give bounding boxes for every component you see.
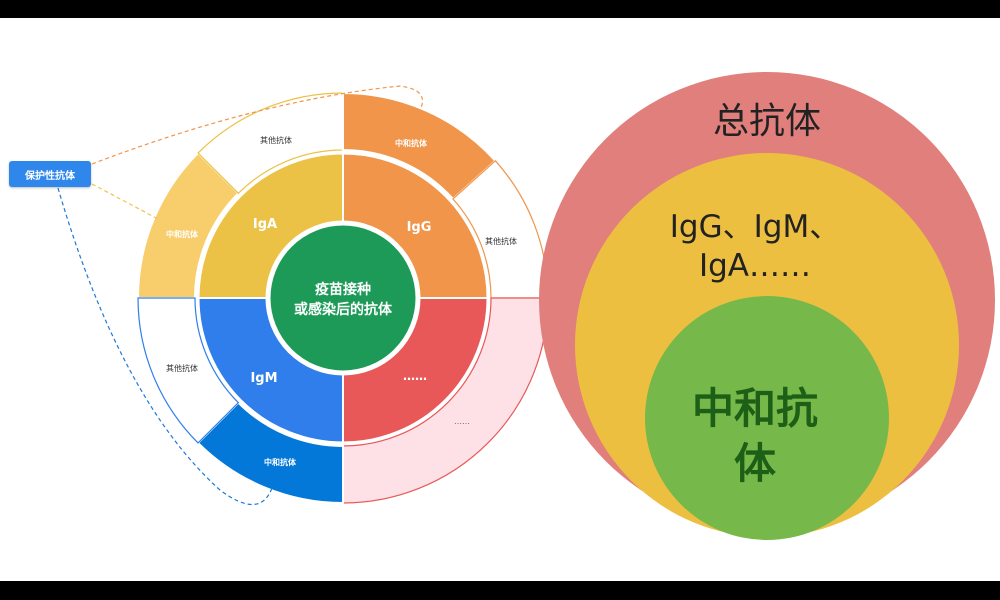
protective-antibody-tag[interactable]: 保护性抗体 — [9, 161, 91, 187]
bottom-letterbox-bar — [0, 581, 1000, 600]
top-letterbox-bar — [0, 0, 1000, 18]
venn-neutralizing-line2: 体 — [733, 438, 776, 488]
center-label-line2: 或感染后的抗体 — [294, 301, 393, 318]
inner-label-igm: IgM — [250, 371, 277, 386]
outer-label-iga-other: 其他抗体 — [260, 135, 292, 145]
inner-ring-border — [196, 151, 490, 445]
center-circle — [265, 220, 421, 376]
venn-types-line2: IgA…… — [698, 247, 812, 284]
venn-neutralizing-line1: 中和抗 — [691, 384, 818, 433]
connector-yellow-dashed — [91, 183, 161, 221]
venn-types-line1: IgG、IgM、 — [669, 209, 841, 245]
venn-types-label: IgG、IgM、 IgA…… — [655, 208, 855, 286]
venn-neutralizing-label: 中和抗 体 — [680, 382, 830, 491]
outer-label-other: …… — [454, 417, 470, 426]
outer-segment-igm-other — [137, 297, 240, 444]
center-label-line1: 疫苗接种 — [315, 281, 371, 298]
inner-label-iga: IgA — [253, 217, 277, 232]
outer-label-igm-other: 其他抗体 — [166, 363, 198, 373]
connector-orange-dashed — [91, 85, 424, 165]
venn-neutralizing-circle — [645, 296, 889, 540]
venn-total-label: 总抗体 — [712, 101, 821, 142]
inner-label-other: …… — [403, 369, 427, 383]
inner-label-igg: IgG — [407, 220, 432, 235]
outer-label-iga-neutralizing: 中和抗体 — [166, 229, 199, 239]
outer-label-igg-neutralizing: 中和抗体 — [395, 138, 428, 148]
connector-blue-dashed — [57, 187, 273, 506]
outer-label-igg-other: 其他抗体 — [485, 236, 517, 246]
outer-label-igm-neutralizing: 中和抗体 — [264, 457, 297, 467]
